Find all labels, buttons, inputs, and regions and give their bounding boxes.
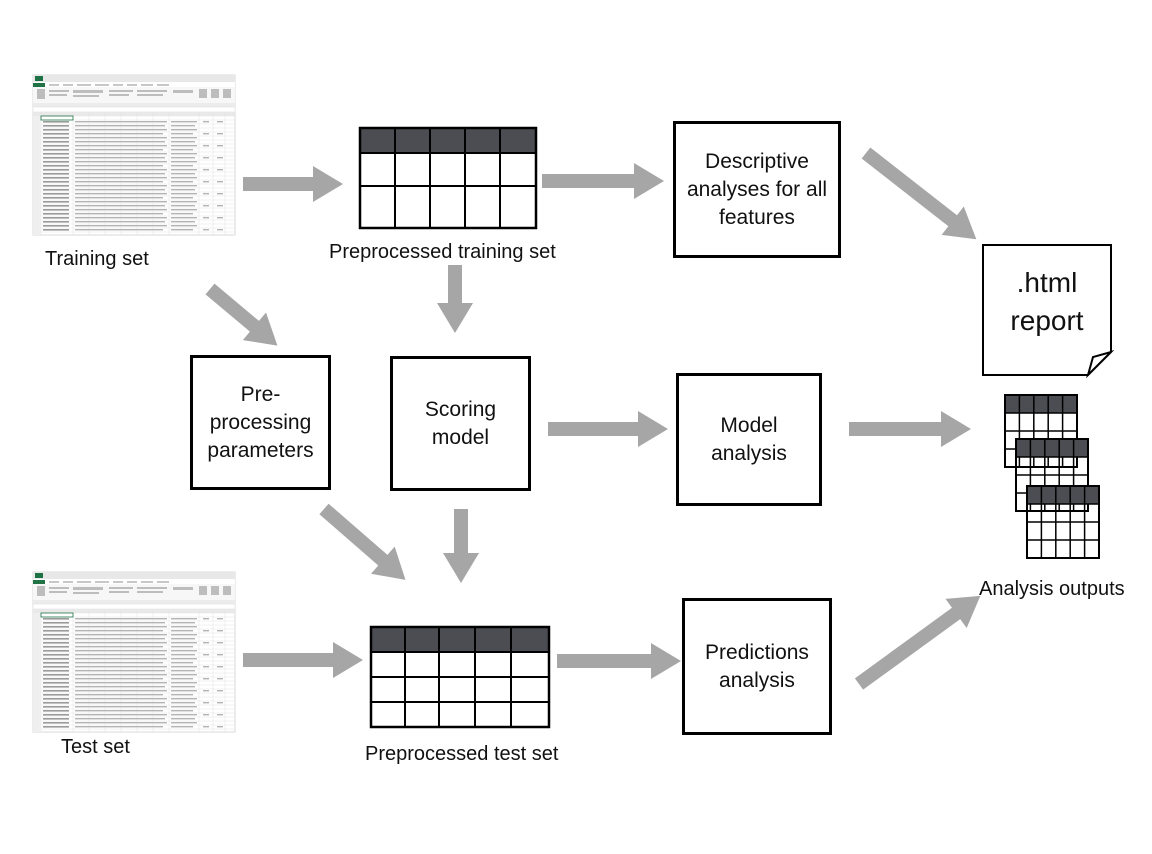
html-report-icon — [982, 244, 1115, 379]
arrow-predictions-to-outputs — [854, 595, 981, 690]
predictions-analysis-box: Predictions analysis — [682, 598, 832, 735]
descriptive-analyses-box: Descriptive analyses for all features — [673, 121, 841, 258]
descriptive-analyses-label: Descriptive analyses for all features — [686, 149, 828, 229]
arrow-test-set-to-preprocessed — [243, 642, 363, 678]
html-report-label: .html report — [1010, 267, 1084, 336]
test-set-spreadsheet-icon — [32, 571, 236, 733]
arrow-descriptive-to-report — [861, 147, 977, 240]
arrow-training-to-preprocessing-parameters — [205, 283, 278, 346]
arrow-model-analysis-to-outputs — [849, 411, 971, 447]
preprocessed-test-table-icon — [369, 625, 551, 729]
preprocessed-test-set-label: Preprocessed test set — [365, 743, 559, 765]
arrow-scoring-to-test-table — [443, 509, 479, 583]
model-analysis-label: Model analysis — [711, 413, 787, 465]
training-set-spreadsheet-icon — [32, 74, 236, 236]
html-report: .html report — [983, 245, 1111, 375]
arrow-test-table-to-predictions — [557, 643, 681, 679]
scoring-model-label: Scoring model — [424, 397, 497, 449]
preprocessed-training-table-icon — [358, 126, 538, 230]
analysis-outputs-tables-icon — [1004, 394, 1100, 559]
preprocessing-parameters-label: Pre- processing parameters — [207, 382, 314, 462]
preprocessed-training-set-label: Preprocessed training set — [329, 241, 556, 263]
arrow-scoring-to-model-analysis — [548, 411, 668, 447]
arrow-training-to-preprocessed — [243, 166, 343, 202]
arrow-preprocessed-training-to-scoring-model — [437, 265, 473, 333]
model-analysis-box: Model analysis — [676, 373, 822, 506]
scoring-model-box: Scoring model — [390, 356, 531, 491]
arrow-preprocessed-training-to-descriptive — [542, 163, 664, 199]
arrow-preprocessing-parameters-to-test-table — [319, 503, 406, 580]
analysis-outputs-label: Analysis outputs — [979, 578, 1125, 600]
training-set-label: Training set — [45, 248, 149, 270]
preprocessing-parameters-box: Pre- processing parameters — [190, 355, 331, 490]
test-set-label: Test set — [61, 736, 130, 758]
predictions-analysis-label: Predictions analysis — [705, 640, 809, 692]
